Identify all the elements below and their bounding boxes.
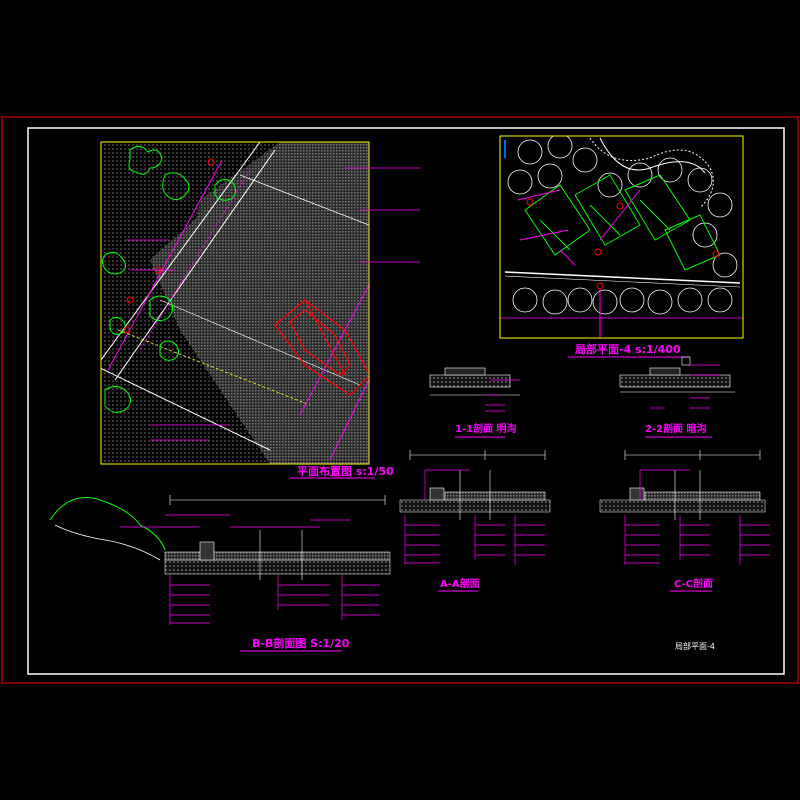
plan-frame <box>100 141 370 465</box>
section-2-2-drawing <box>619 356 735 438</box>
site-plan <box>500 136 743 338</box>
inner-frame <box>27 127 785 675</box>
section-bb-drawing <box>49 495 391 652</box>
section-cc-drawing <box>599 450 770 592</box>
section-2-2-title: 2-2剖面 暗沟 <box>645 424 707 435</box>
section-cc-title: C-C剖面 <box>674 579 714 590</box>
plan-layout <box>101 142 369 464</box>
sheet-border <box>1 116 799 684</box>
site-plan-frame <box>499 135 744 339</box>
section-1-1-drawing <box>429 367 520 438</box>
car-outline <box>274 299 369 396</box>
site-plan-title: 局部平面-4 s:1/400 <box>575 343 681 356</box>
section-bb-title: B-B剖面图 S:1/20 <box>252 637 350 650</box>
section-1-1-title: 1-1剖面 明沟 <box>455 424 517 435</box>
section-aa-title: A-A剖面 <box>440 579 480 590</box>
plan-title: 平面布置图 s:1/50 <box>297 465 394 478</box>
section-aa-drawing <box>399 450 551 592</box>
sheet-number: 局部平面-4 <box>675 642 715 651</box>
